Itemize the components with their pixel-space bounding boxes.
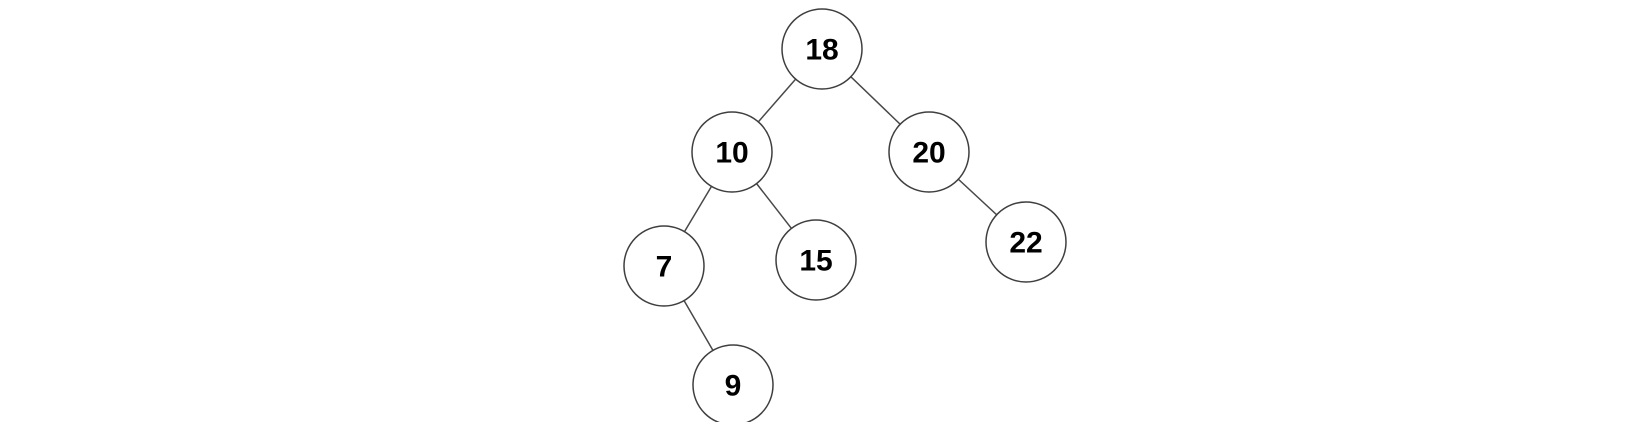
tree-node-label: 20 xyxy=(912,137,945,170)
tree-node-15: 15 xyxy=(775,219,857,301)
tree-node-circle xyxy=(781,8,863,90)
tree-edges-layer xyxy=(663,48,1027,386)
tree-node-label: 18 xyxy=(805,34,838,67)
tree-node-label: 22 xyxy=(1009,227,1042,260)
tree-node-18: 18 xyxy=(781,8,863,90)
tree-node-circle xyxy=(888,111,970,193)
tree-node-circle xyxy=(775,219,857,301)
tree-node-circle xyxy=(692,344,774,422)
tree-node-label: 15 xyxy=(799,245,832,278)
tree-node-circle xyxy=(985,201,1067,283)
tree-node-label: 9 xyxy=(725,370,742,403)
tree-node-22: 22 xyxy=(985,201,1067,283)
tree-node-label: 7 xyxy=(656,251,673,284)
tree-nodes-layer: 18 10 20 7 15 22 9 xyxy=(623,8,1067,422)
tree-node-7: 7 xyxy=(623,225,705,307)
tree-node-9: 9 xyxy=(692,344,774,422)
tree-node-label: 10 xyxy=(715,137,748,170)
tree-node-circle xyxy=(623,225,705,307)
tree-node-20: 20 xyxy=(888,111,970,193)
tree-node-circle xyxy=(691,111,773,193)
tree-node-10: 10 xyxy=(691,111,773,193)
